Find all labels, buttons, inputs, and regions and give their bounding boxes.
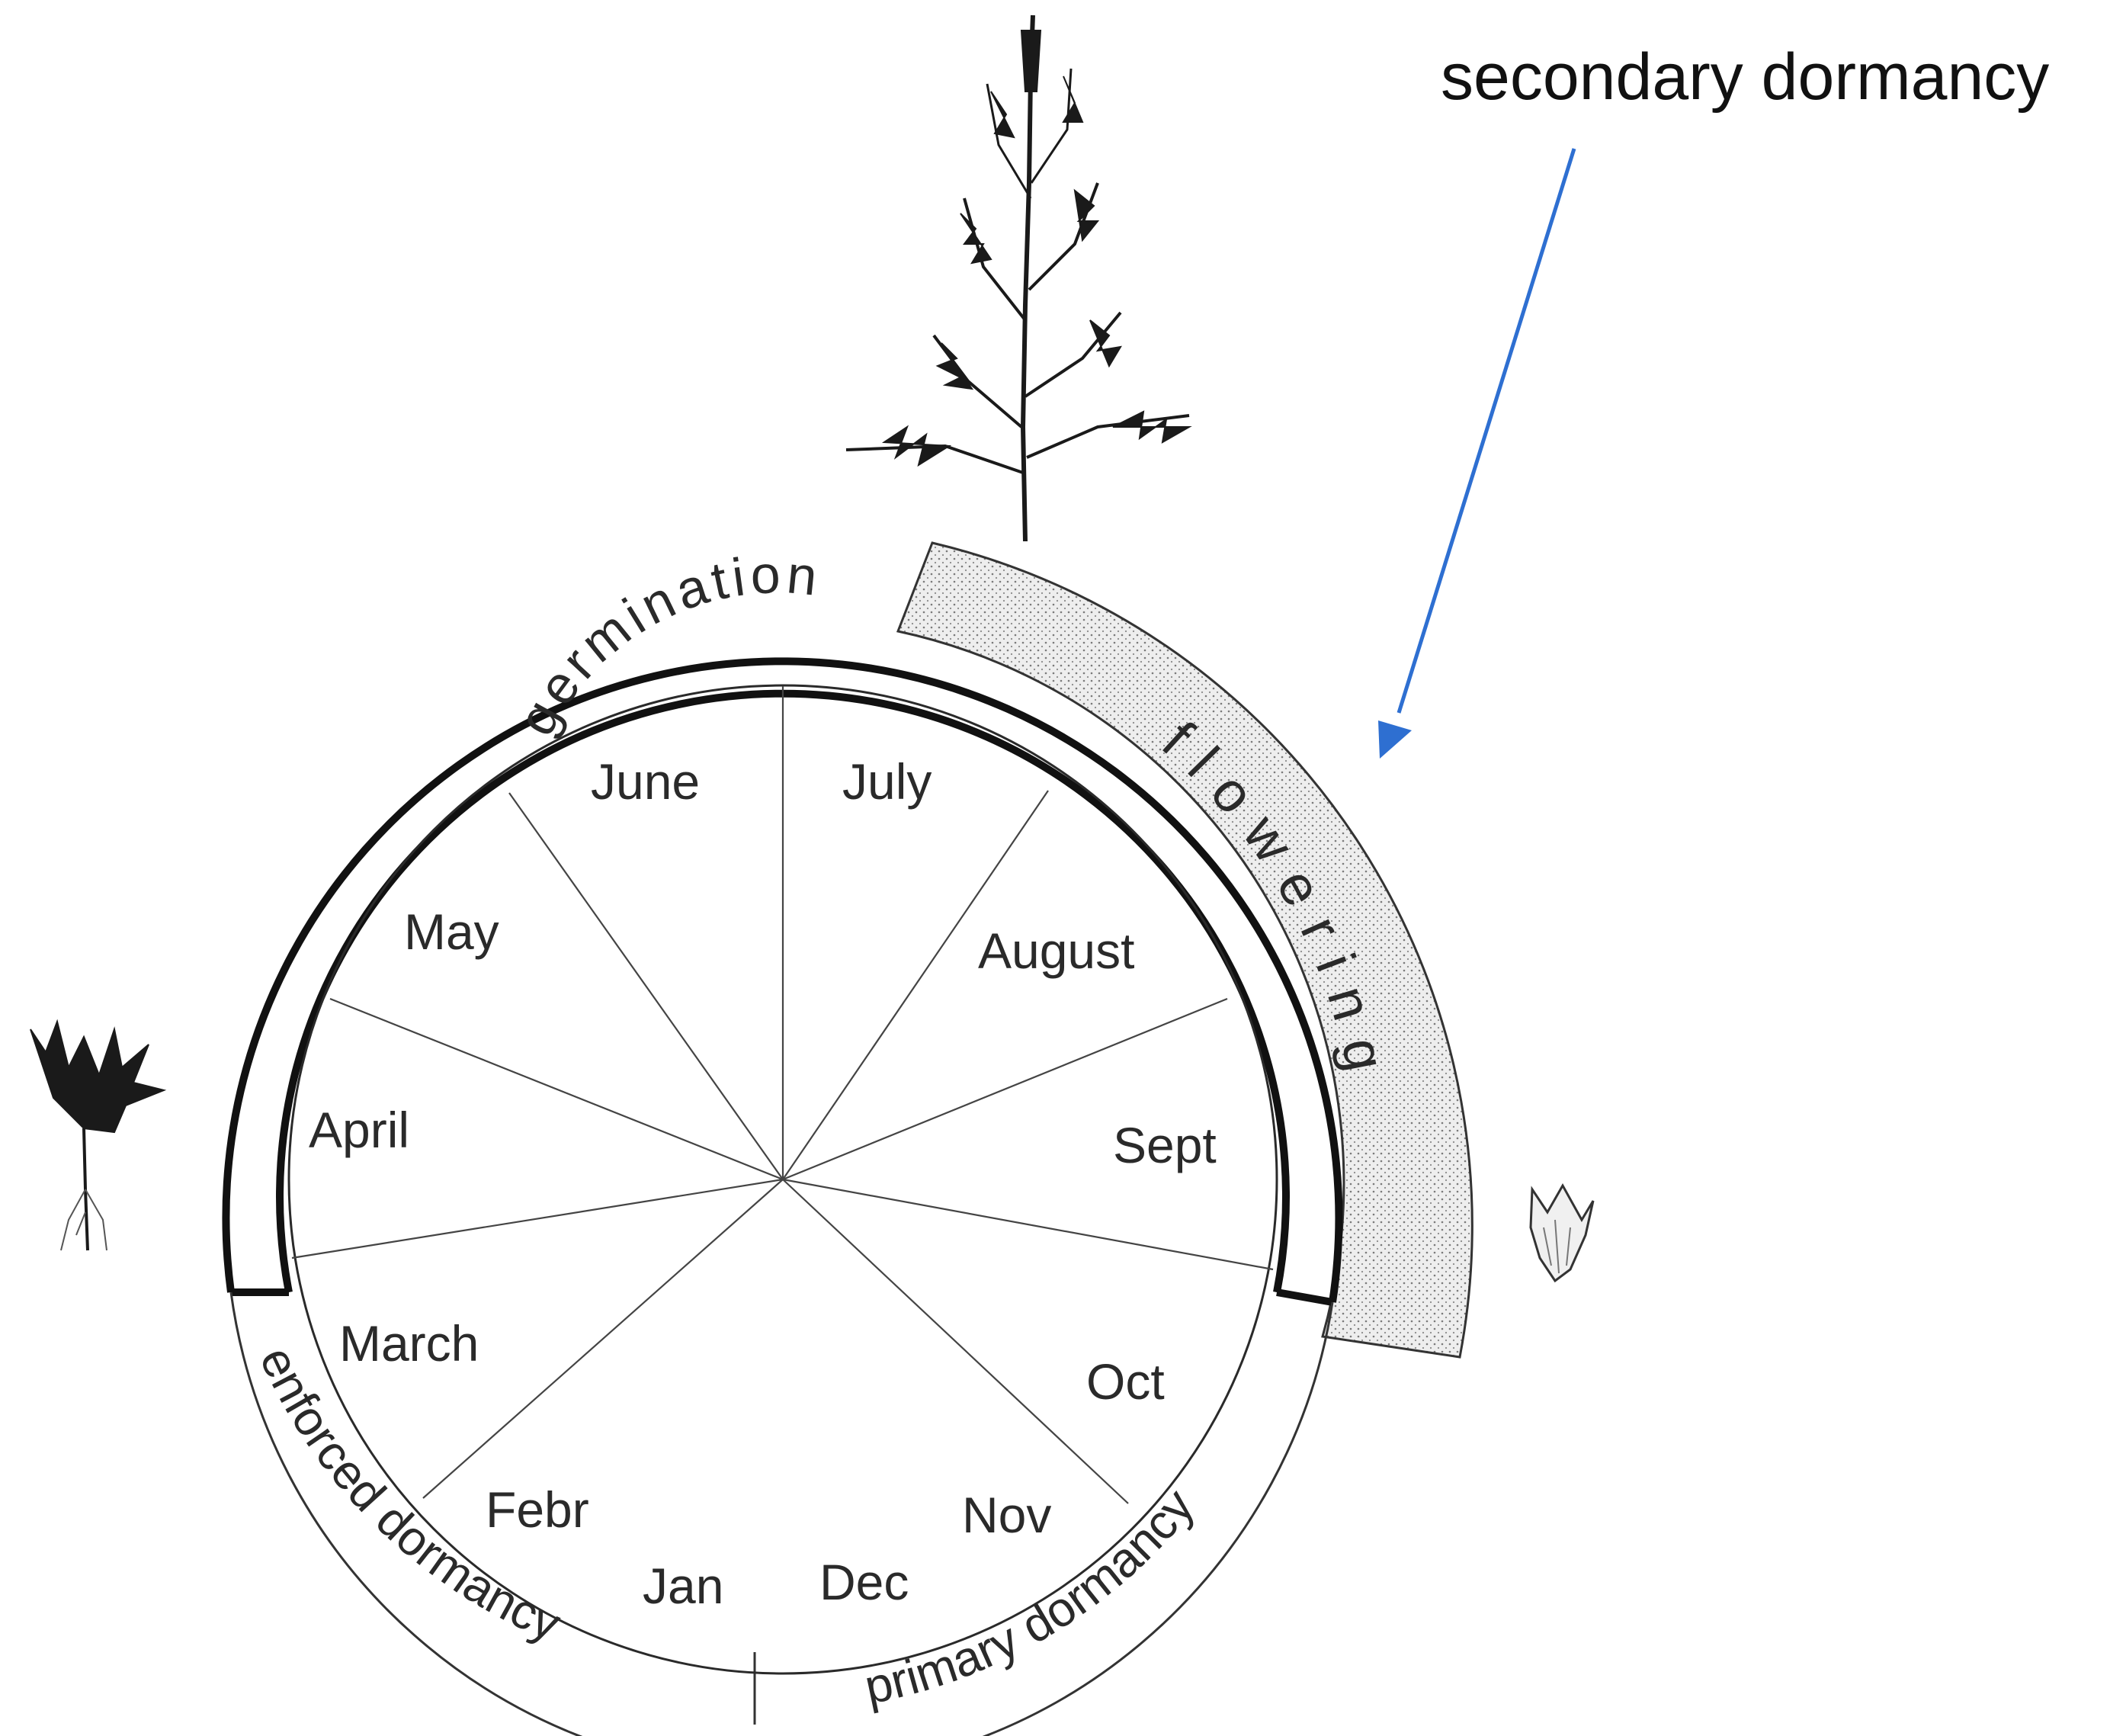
- month-july: July: [842, 753, 932, 810]
- month-dec: Dec: [819, 1554, 909, 1610]
- month-march: March: [339, 1315, 479, 1372]
- spoke: [422, 1179, 784, 1499]
- secondary-dormancy-label: secondary dormancy: [1441, 40, 2049, 114]
- month-april: April: [309, 1102, 409, 1158]
- month-sept: Sept: [1113, 1117, 1217, 1173]
- month-spokes: [291, 686, 1274, 1504]
- spoke: [782, 1179, 1129, 1504]
- month-febr: Febr: [486, 1481, 589, 1538]
- spoke: [291, 1178, 784, 1259]
- month-august: August: [978, 923, 1134, 979]
- spoke: [782, 790, 1049, 1180]
- callout-arrow-head: [1378, 720, 1412, 759]
- flowering-band: [896, 541, 1473, 1359]
- spoke: [782, 997, 1228, 1181]
- dormancy-ring-outer: [229, 1292, 1334, 1736]
- month-nov: Nov: [962, 1487, 1051, 1543]
- month-jan: Jan: [643, 1558, 723, 1614]
- ragweed-plant-icon: [845, 14, 1192, 542]
- spoke: [329, 997, 784, 1181]
- spoke: [508, 792, 784, 1180]
- month-wheel: [287, 684, 1278, 1675]
- seedling-icon: [30, 1019, 167, 1251]
- germination-band-end-right: [1276, 1288, 1333, 1306]
- month-may: May: [404, 903, 499, 960]
- germination-band-outer: [222, 657, 1343, 1303]
- month-june: June: [591, 753, 700, 810]
- seed-icon: [1529, 1182, 1595, 1283]
- germination-label-text: germination: [506, 544, 819, 745]
- germination-label: germination: [506, 544, 824, 745]
- spoke: [782, 1178, 1274, 1271]
- month-oct: Oct: [1086, 1353, 1165, 1410]
- callout-arrow-shaft: [1397, 148, 1576, 714]
